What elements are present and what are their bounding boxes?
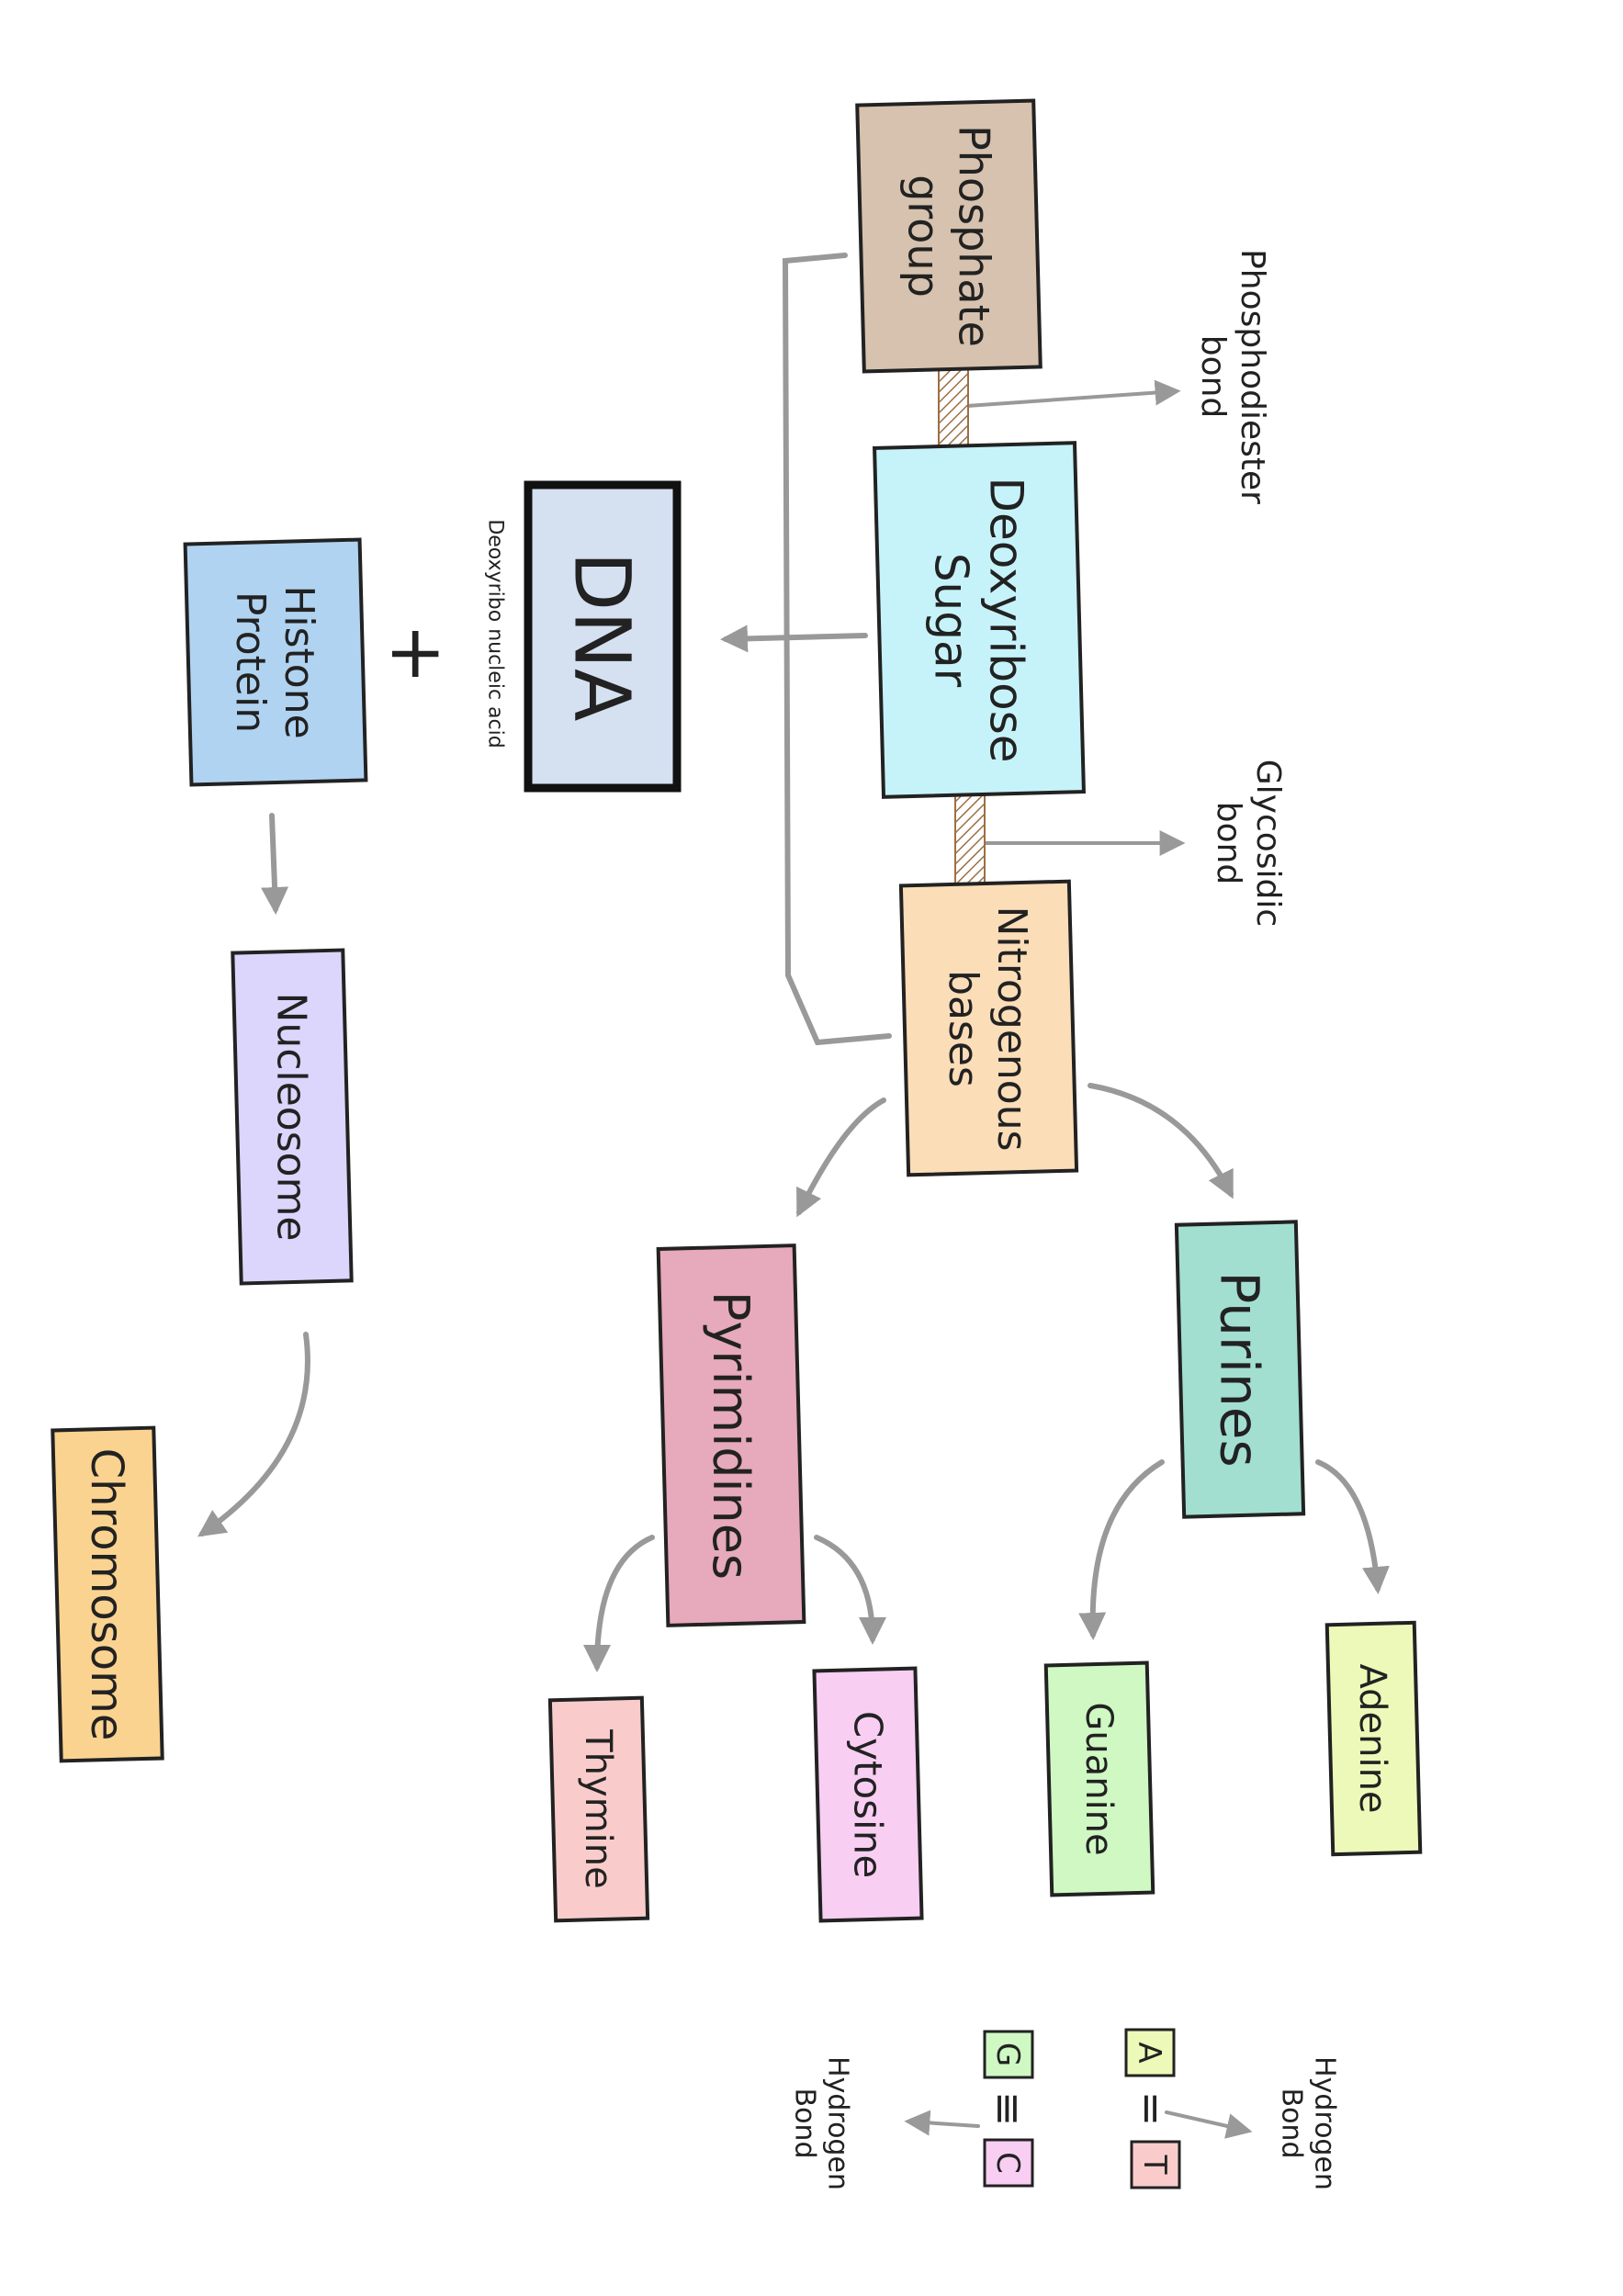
arrow-histone-to-nucleosome [261,813,289,915]
guanine-label: Guanine [1077,1702,1120,1855]
connectors [197,253,1390,1672]
deoxyribose-sugar-box: DeoxyriboseSugar [873,441,1086,799]
pair-g-label: G [989,2043,1026,2066]
pair-t-label: T [1136,2155,1173,2175]
arrow-nucleosome-to-chromosome [197,1332,310,1537]
nucleosome-box: Nucleosome [231,948,354,1286]
bond-hatches [938,366,986,888]
adenine-label: Adenine [1351,1663,1393,1813]
thymine-box: Thymine [547,1695,650,1923]
purines-box: Purines [1174,1220,1306,1519]
arrow-bases-to-pyrimidines [796,1097,886,1218]
purines-label: Purines [1209,1271,1271,1467]
gc-hydrogen-bond-label: HydrogenBond [789,2056,854,2190]
glycosidic-bond-label: Glycosidicbond [1210,760,1287,927]
dna-full-name: Deoxyribo nucleic acid [483,519,506,748]
annotations: Deoxyribo nucleic acid + Phosphodiesterb… [375,249,1341,2190]
pyrimidines-box: Pyrimidines [656,1244,806,1627]
nitrogenous-bases-label: Nitrogenousbases [940,906,1035,1151]
arrow-bases-to-purines [1088,1083,1234,1199]
pair-at-sign: = [1127,2091,1177,2127]
guanine-box: Guanine [1043,1660,1155,1897]
cytosine-box: Cytosine [812,1666,924,1923]
phosphodiester-bond-label: Phosphodiesterbond [1194,249,1271,504]
pair-a-label: A [1131,2042,1167,2063]
pair-g: G [983,2030,1034,2079]
deoxyribose-sugar-label: DeoxyriboseSugar [925,477,1033,762]
phosphodiester-bond-hatch [938,366,969,453]
plus-sign: + [375,623,460,684]
arrow-sugar-to-dna [720,625,868,653]
pair-t: T [1130,2140,1181,2189]
pair-c-label: C [989,2152,1026,2174]
nucleosome-label: Nucleosome [268,993,315,1242]
boxes: Phosphategroup DeoxyriboseSugar Nitrogen… [51,98,1423,1923]
dna-box: DNA [524,480,682,793]
dna-label: DNA [558,552,648,722]
glycosidic-bond-hatch [954,793,986,888]
cytosine-label: Cytosine [845,1711,890,1878]
arrow-purines-to-adenine [1315,1459,1390,1594]
adenine-box: Adenine [1324,1620,1423,1857]
arrow-at-hydrogen [1165,2110,1253,2139]
arrow-pyrimidines-to-cytosine [814,1535,886,1645]
pyrimidines-label: Pyrimidines [702,1291,760,1580]
pair-c: C [983,2138,1034,2188]
pair-gc-sign: ≡ [984,2091,1033,2127]
pair-a: A [1124,2028,1176,2077]
arrow-gc-hydrogen [904,2110,980,2136]
arrow-purines-to-guanine [1078,1459,1165,1640]
phosphate-group-label: Phosphategroup [898,125,998,347]
histone-protein-label: HistoneProtein [227,585,322,738]
chromosome-box: Chromosome [51,1425,164,1763]
chromosome-label: Chromosome [81,1448,132,1741]
nucleotide-bracket [782,253,892,1046]
base-pairs: A T = G C ≡ [983,2028,1181,2189]
at-hydrogen-bond-label: HydrogenBond [1276,2056,1341,2190]
phosphate-group-box: Phosphategroup [855,98,1043,374]
arrow-phosphodiester [965,379,1181,408]
nitrogenous-bases-box: Nitrogenousbases [898,879,1079,1177]
arrow-pyrimidines-to-thymine [583,1535,655,1672]
histone-protein-box: HistoneProtein [183,537,368,787]
thymine-label: Thymine [577,1728,619,1889]
bond-arrows [904,379,1253,2139]
